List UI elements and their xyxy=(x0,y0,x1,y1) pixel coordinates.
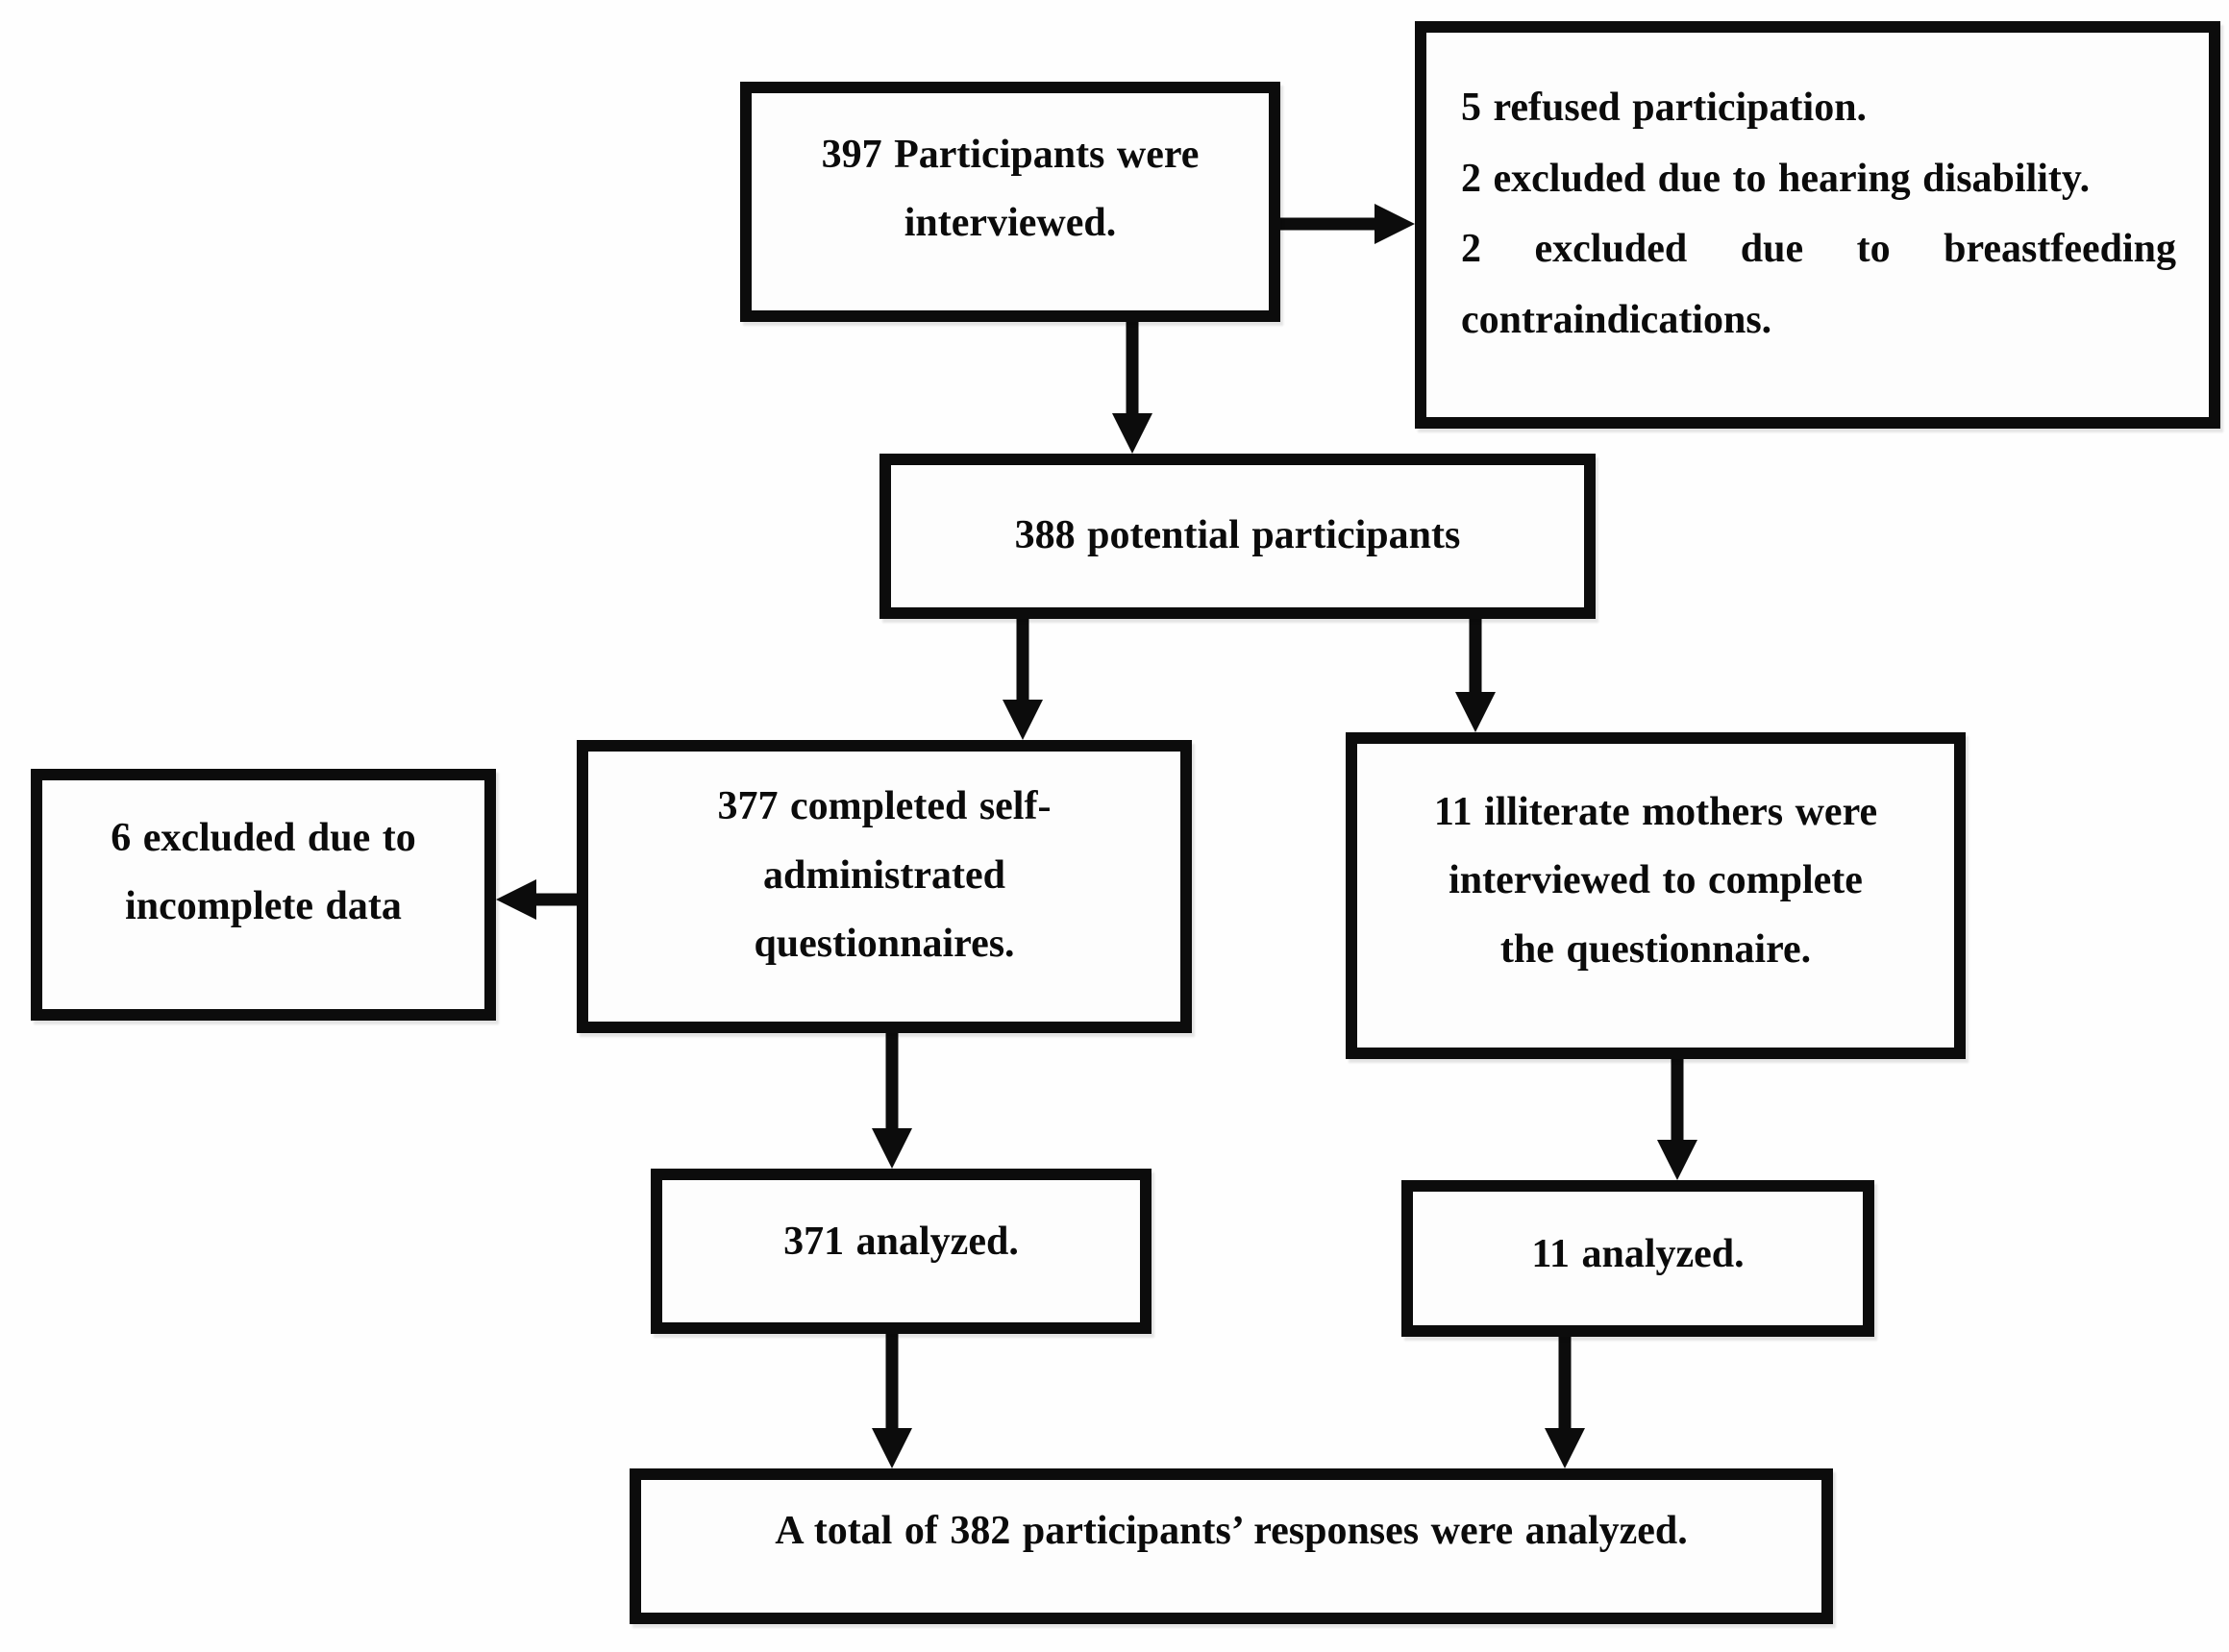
node-analyzed-11-label: 11 analyzed. xyxy=(1531,1231,1745,1276)
arrow-analyzed-371-to-total xyxy=(872,1334,912,1468)
node-initial-exclusions-label: 5 refused participation. 2 excluded due … xyxy=(1461,86,2176,342)
node-excluded-incomplete-data-label: 6 excluded due to incomplete data xyxy=(111,815,416,928)
arrow-analyzed-11-to-total xyxy=(1545,1337,1585,1468)
node-potential-participants: 388 potential participants xyxy=(879,454,1596,619)
node-participants-interviewed-label: 397 Participants were interviewed. xyxy=(821,132,1200,245)
node-excluded-incomplete-data: 6 excluded due to incomplete data xyxy=(31,769,496,1021)
node-self-administrated-questionnaires-label: 377 completed self- administrated questi… xyxy=(717,784,1052,967)
node-analyzed-371-label: 371 analyzed. xyxy=(783,1220,1019,1265)
node-initial-exclusions: 5 refused participation. 2 excluded due … xyxy=(1415,21,2220,429)
node-analyzed-11: 11 analyzed. xyxy=(1401,1180,1874,1337)
arrow-self-administrated-to-analyzed-371 xyxy=(872,1033,912,1169)
node-total-analyzed-label: A total of 382 participants’ responses w… xyxy=(775,1509,1688,1554)
node-total-analyzed: A total of 382 participants’ responses w… xyxy=(630,1468,1833,1624)
node-self-administrated-questionnaires: 377 completed self- administrated questi… xyxy=(577,740,1192,1033)
arrow-interviewed-to-exclusions xyxy=(1280,204,1415,244)
node-analyzed-371: 371 analyzed. xyxy=(651,1169,1152,1334)
node-potential-participants-label: 388 potential participants xyxy=(1014,513,1461,558)
arrow-potential-to-illiterate xyxy=(1455,619,1496,732)
arrow-illiterate-to-analyzed-11 xyxy=(1657,1059,1697,1180)
node-illiterate-mothers: 11 illiterate mothers were interviewed t… xyxy=(1346,732,1966,1059)
arrow-interviewed-to-potential xyxy=(1112,322,1152,454)
arrow-self-administrated-to-excluded-incomplete xyxy=(496,879,577,920)
node-participants-interviewed: 397 Participants were interviewed. xyxy=(740,82,1280,322)
arrow-potential-to-self-administrated xyxy=(1003,619,1043,740)
node-illiterate-mothers-label: 11 illiterate mothers were interviewed t… xyxy=(1433,789,1878,972)
